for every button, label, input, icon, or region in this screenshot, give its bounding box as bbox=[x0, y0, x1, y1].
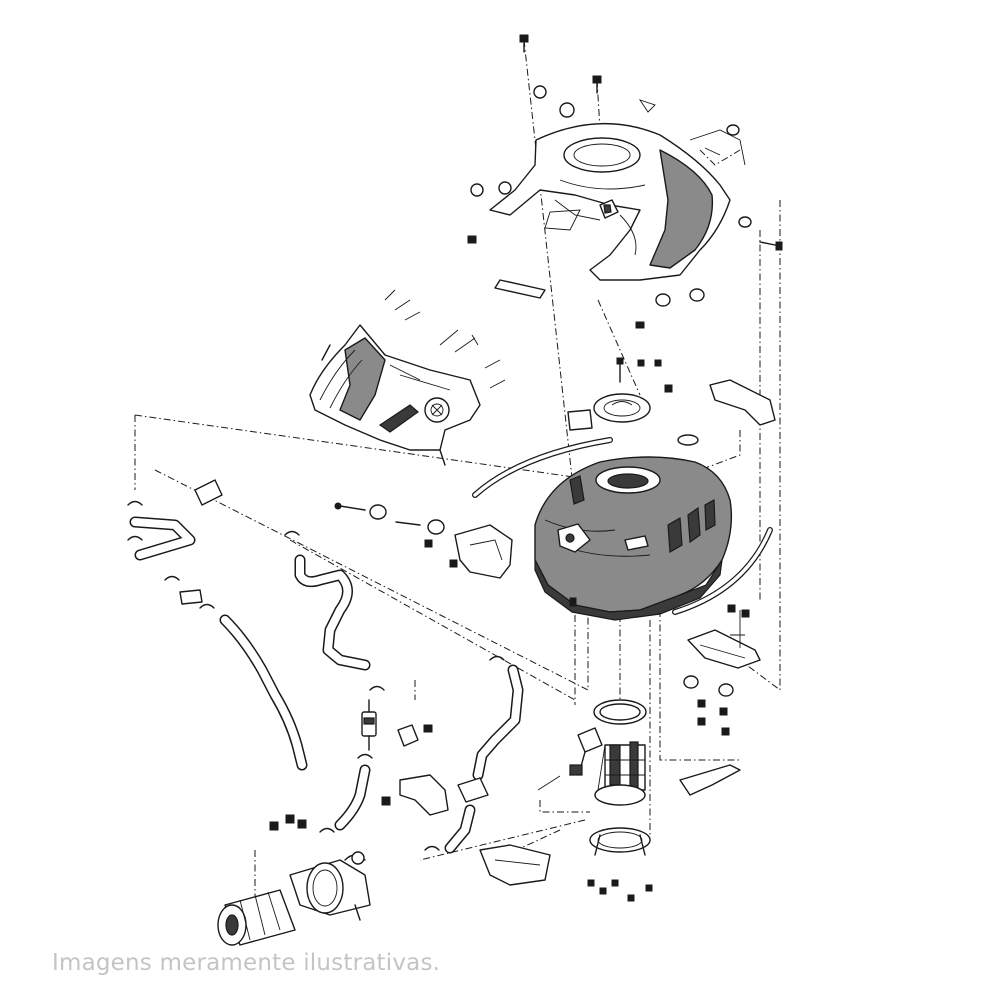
evap-canister bbox=[217, 851, 371, 946]
mounting-brackets bbox=[454, 379, 776, 796]
fuel-cap-ring bbox=[567, 393, 651, 431]
fuel-filter bbox=[179, 479, 551, 886]
hose-clamps bbox=[127, 500, 505, 851]
side-trim-strips bbox=[472, 437, 773, 615]
fuel-hoses bbox=[129, 516, 524, 854]
illustration-disclaimer: Imagens meramente ilustrativas. bbox=[52, 950, 441, 976]
fuel-tank bbox=[534, 456, 733, 621]
fuel-pump-assembly bbox=[569, 699, 651, 856]
grommets bbox=[369, 85, 752, 697]
bolts bbox=[269, 34, 783, 902]
upper-cowl bbox=[309, 324, 481, 466]
leader-lines bbox=[384, 289, 745, 791]
upper-tank-cover bbox=[489, 99, 746, 299]
